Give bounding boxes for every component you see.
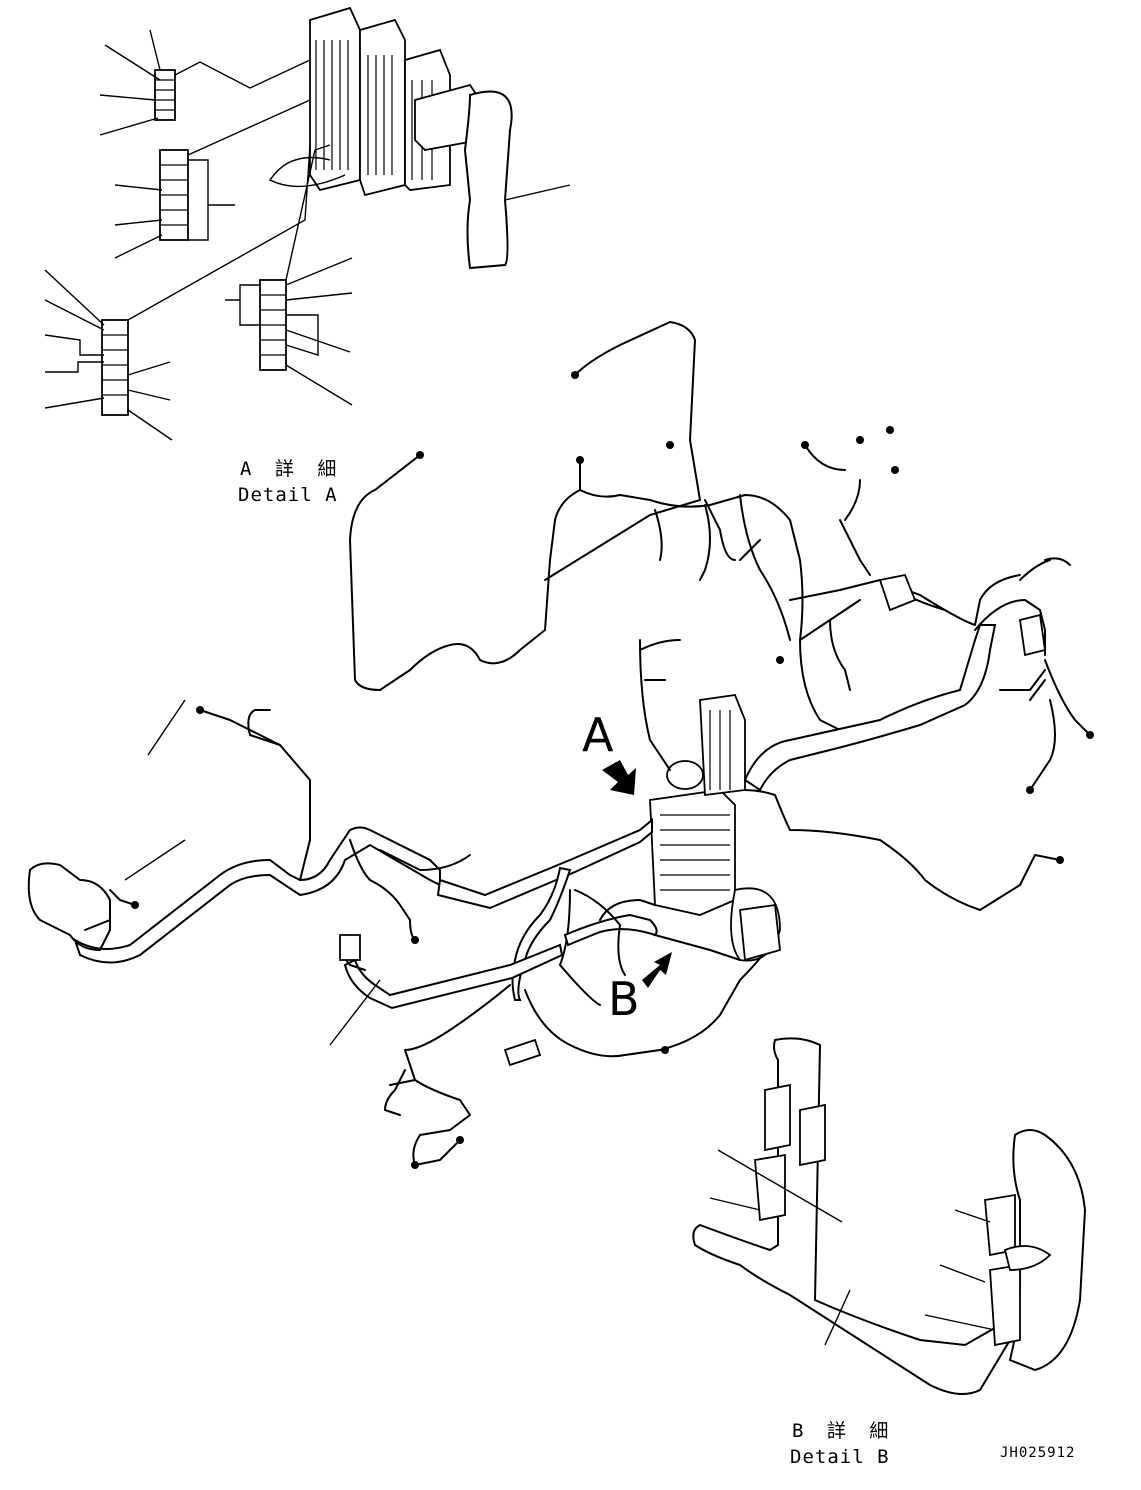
main-harness (27, 321, 1094, 1169)
detail-b-group (692, 1037, 1087, 1395)
callout-b-label: B (608, 972, 640, 1026)
connector-a4 (225, 144, 353, 406)
detail-b-caption-ja: B 詳 細 (792, 1420, 895, 1442)
detail-b-caption-en: Detail B (790, 1446, 890, 1468)
detail-a-caption-ja: A 詳 細 (240, 458, 343, 480)
connector-a3 (44, 144, 311, 441)
arrow-a-icon (602, 760, 636, 795)
connector-a1 (99, 29, 311, 136)
detail-a-caption-en: Detail A (238, 484, 338, 506)
fuse-box (309, 6, 481, 197)
drawing-code: JH025912 (1000, 1445, 1076, 1461)
arrow-b-icon (642, 952, 672, 988)
connector-a2 (114, 99, 311, 259)
detail-a-group (44, 6, 571, 441)
callout-a-label: A (582, 708, 614, 762)
